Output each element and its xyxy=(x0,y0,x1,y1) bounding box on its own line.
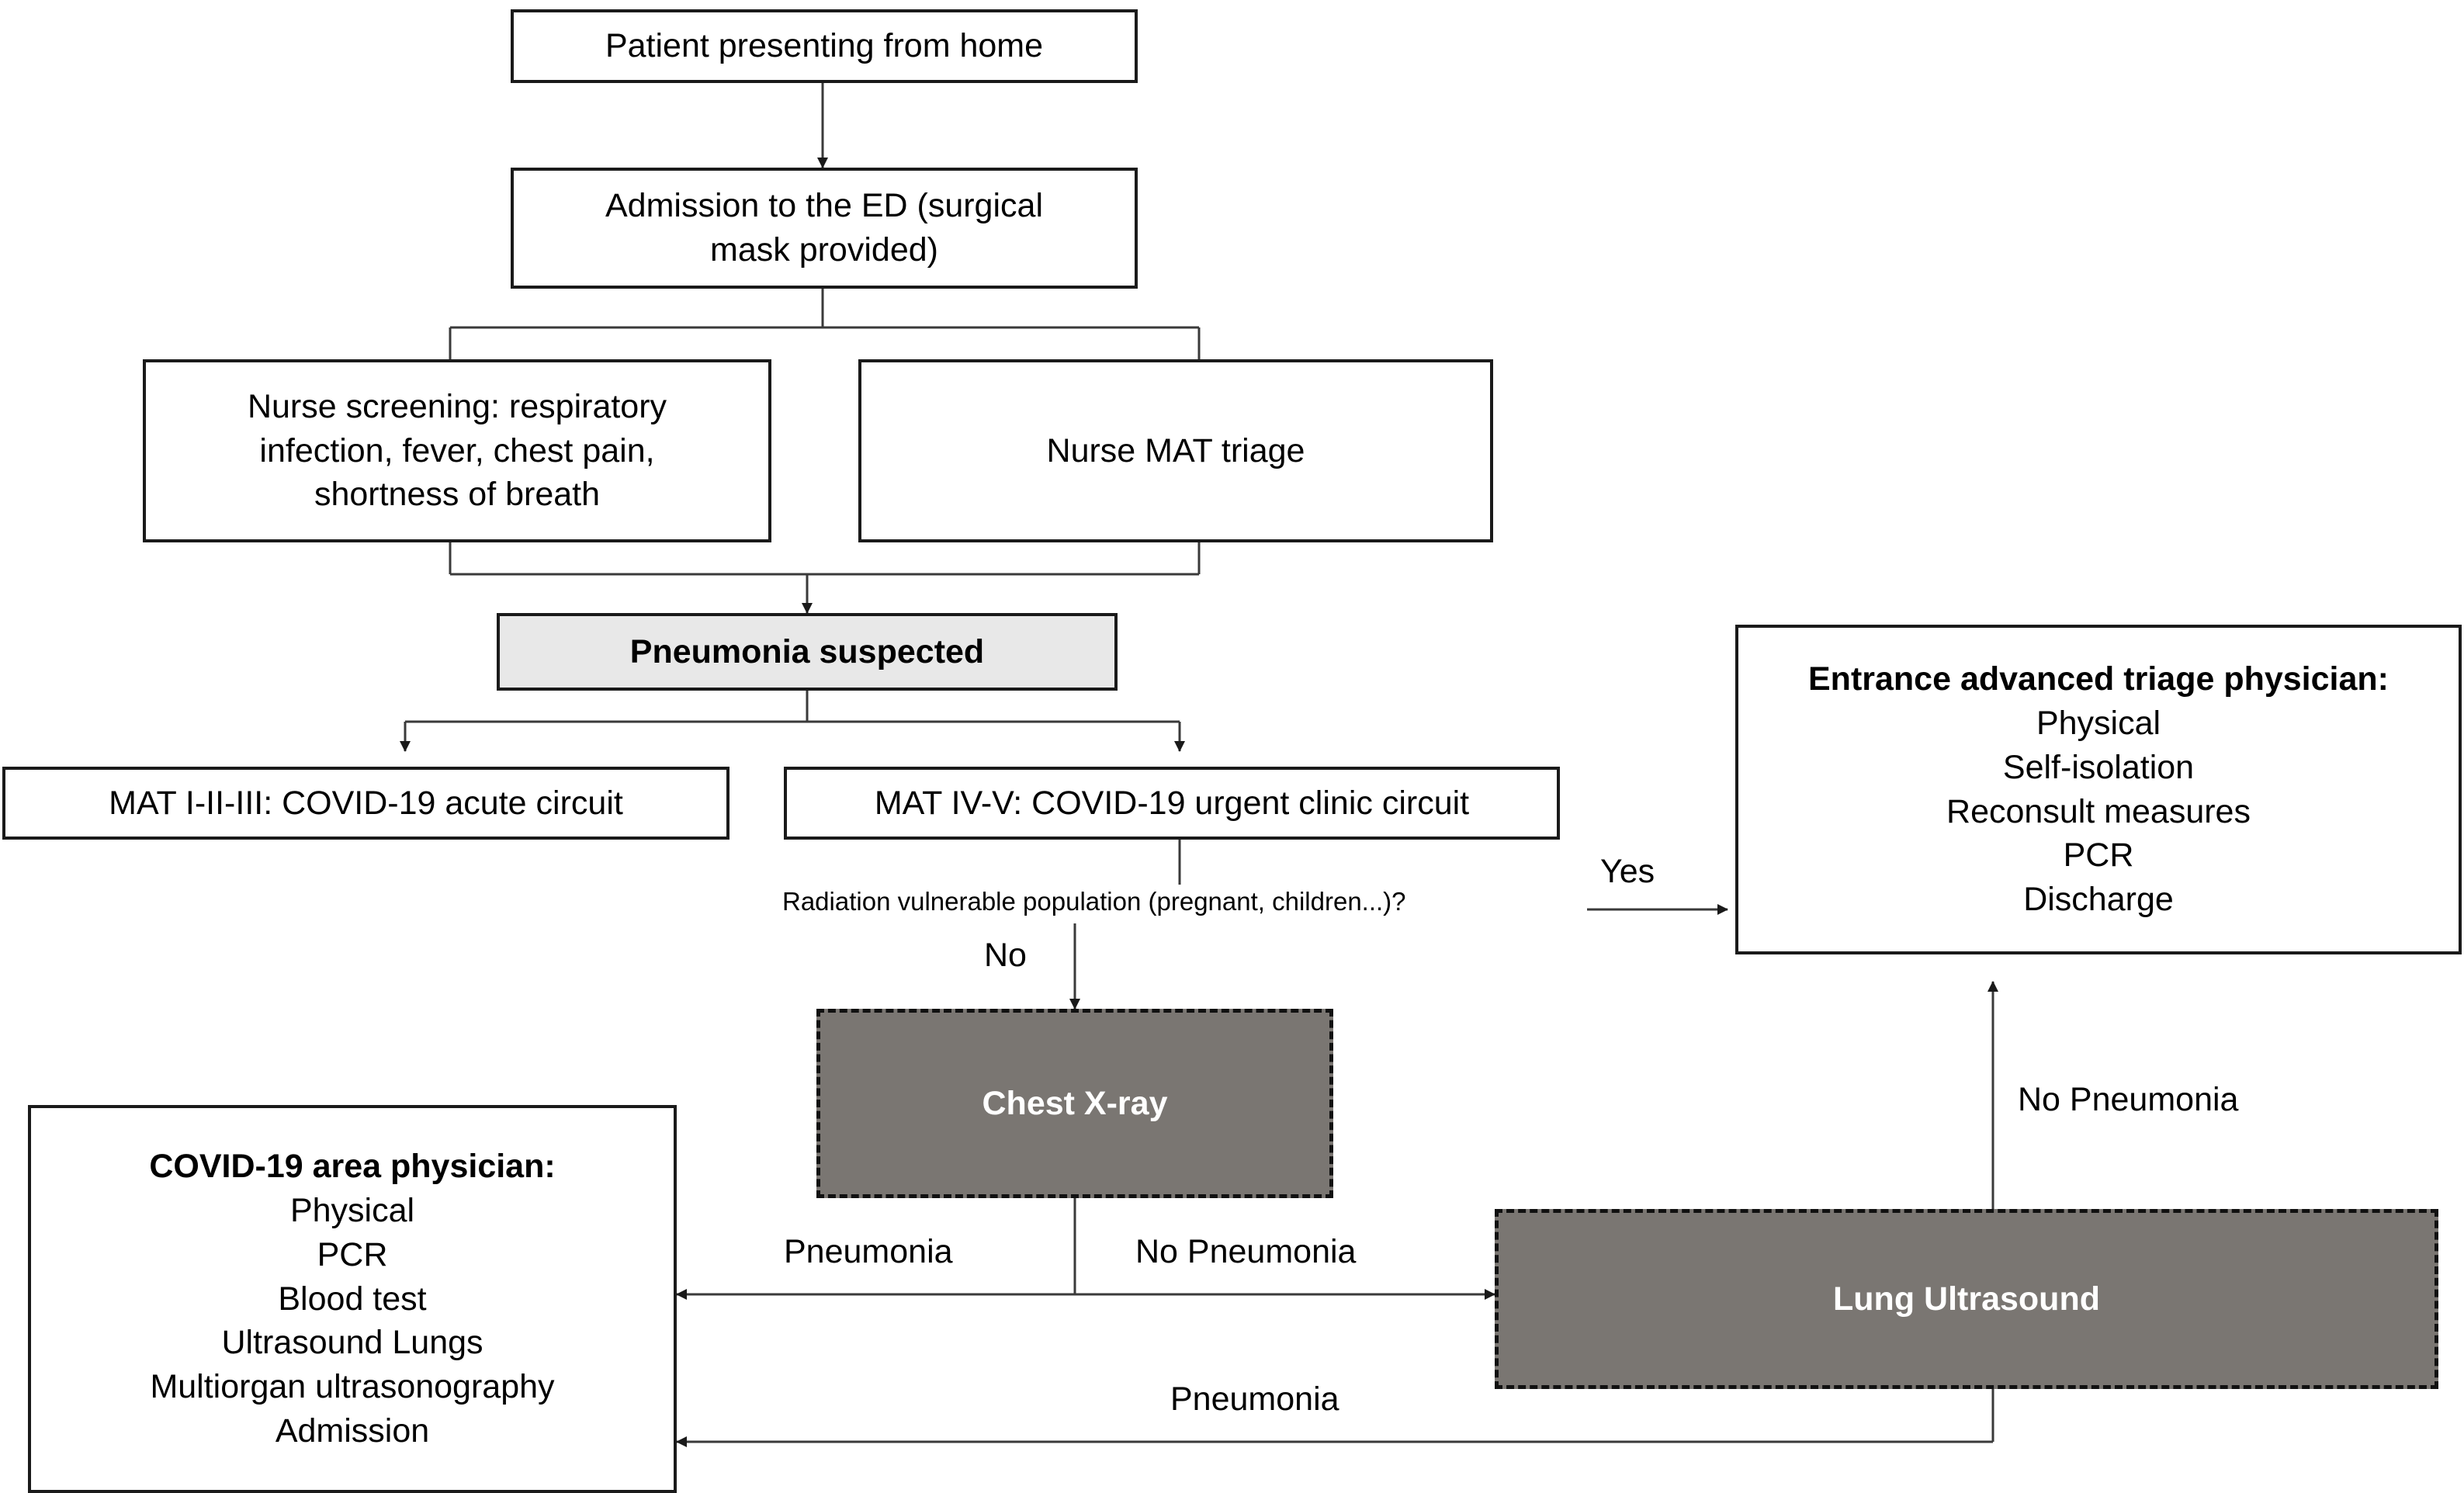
edge-label-no: No xyxy=(984,937,1027,974)
node-label-nurse-screening-line1: Nurse screening: respiratory xyxy=(247,387,667,425)
node-admission-to-the-ed: Admission to the ED (surgical mask provi… xyxy=(511,168,1138,289)
node-label-patient-home: Patient presenting from home xyxy=(605,27,1044,65)
node-chest-x-ray: Chest X-ray xyxy=(816,1009,1333,1198)
node-lung-ultrasound: Lung Ultrasound xyxy=(1495,1209,2438,1389)
node-item-covid-area-0: Physical xyxy=(289,1192,415,1230)
node-pneumonia-suspected: Pneumonia suspected xyxy=(497,613,1118,691)
node-label-lung-ultrasound: Lung Ultrasound xyxy=(1833,1280,2100,1318)
decision-radiation-vulnerable-population: Radiation vulnerable population (pregnan… xyxy=(782,887,1406,916)
node-nurse-mat-triage: Nurse MAT triage xyxy=(858,359,1493,542)
node-item-entrance-triage-3: PCR xyxy=(2063,837,2134,875)
node-label-chest-x-ray: Chest X-ray xyxy=(982,1084,1168,1122)
node-label-mat-urgent: MAT IV-V: COVID-19 urgent clinic circuit xyxy=(874,784,1470,822)
node-label-admission-line2: mask provided) xyxy=(710,231,938,268)
node-mat-acute-circuit: MAT I-II-III: COVID-19 acute circuit xyxy=(2,767,729,840)
node-heading-entrance-triage: Entrance advanced triage physician: xyxy=(1808,660,2389,698)
node-item-entrance-triage-2: Reconsult measures xyxy=(1946,792,2251,830)
node-item-entrance-triage-0: Physical xyxy=(2036,705,2161,742)
node-label-pneumonia-suspected: Pneumonia suspected xyxy=(629,632,985,670)
edge-label-lus-pneumonia: Pneumonia xyxy=(1170,1380,1339,1418)
node-item-covid-area-1: PCR xyxy=(317,1235,388,1273)
edge-label-yes: Yes xyxy=(1600,853,1655,890)
node-item-entrance-triage-1: Self-isolation xyxy=(2002,748,2195,786)
edge-label-lus-no-pneumonia: No Pneumonia xyxy=(2018,1081,2239,1118)
edge-label-xray-no-pneumonia: No Pneumonia xyxy=(1135,1233,1357,1270)
node-item-entrance-triage-4: Discharge xyxy=(2023,881,2174,918)
node-label-admission-line1: Admission to the ED (surgical xyxy=(605,187,1043,225)
node-item-covid-area-2: Blood test xyxy=(278,1280,427,1318)
node-nurse-screening: Nurse screening: respiratory infection, … xyxy=(143,359,771,542)
node-label-nurse-screening-line3: shortness of breath xyxy=(314,476,601,514)
node-mat-urgent-clinic-circuit: MAT IV-V: COVID-19 urgent clinic circuit xyxy=(784,767,1560,840)
edge-label-xray-pneumonia: Pneumonia xyxy=(784,1233,953,1270)
node-item-covid-area-4: Multiorgan ultrasonography xyxy=(150,1368,555,1406)
node-label-mat-acute: MAT I-II-III: COVID-19 acute circuit xyxy=(109,784,623,822)
node-item-covid-area-5: Admission xyxy=(275,1412,430,1450)
node-patient-presenting-from-home: Patient presenting from home xyxy=(511,9,1138,83)
node-item-covid-area-3: Ultrasound Lungs xyxy=(221,1324,483,1362)
node-entrance-advanced-triage-physician: Entrance advanced triage physician: Phys… xyxy=(1735,625,2462,954)
node-label-nurse-mat-triage: Nurse MAT triage xyxy=(1046,431,1305,469)
node-covid-19-area-physician: COVID-19 area physician: Physical PCR Bl… xyxy=(28,1105,677,1493)
node-heading-covid-area-physician: COVID-19 area physician: xyxy=(149,1148,556,1186)
node-label-nurse-screening-line2: infection, fever, chest pain, xyxy=(259,431,655,469)
